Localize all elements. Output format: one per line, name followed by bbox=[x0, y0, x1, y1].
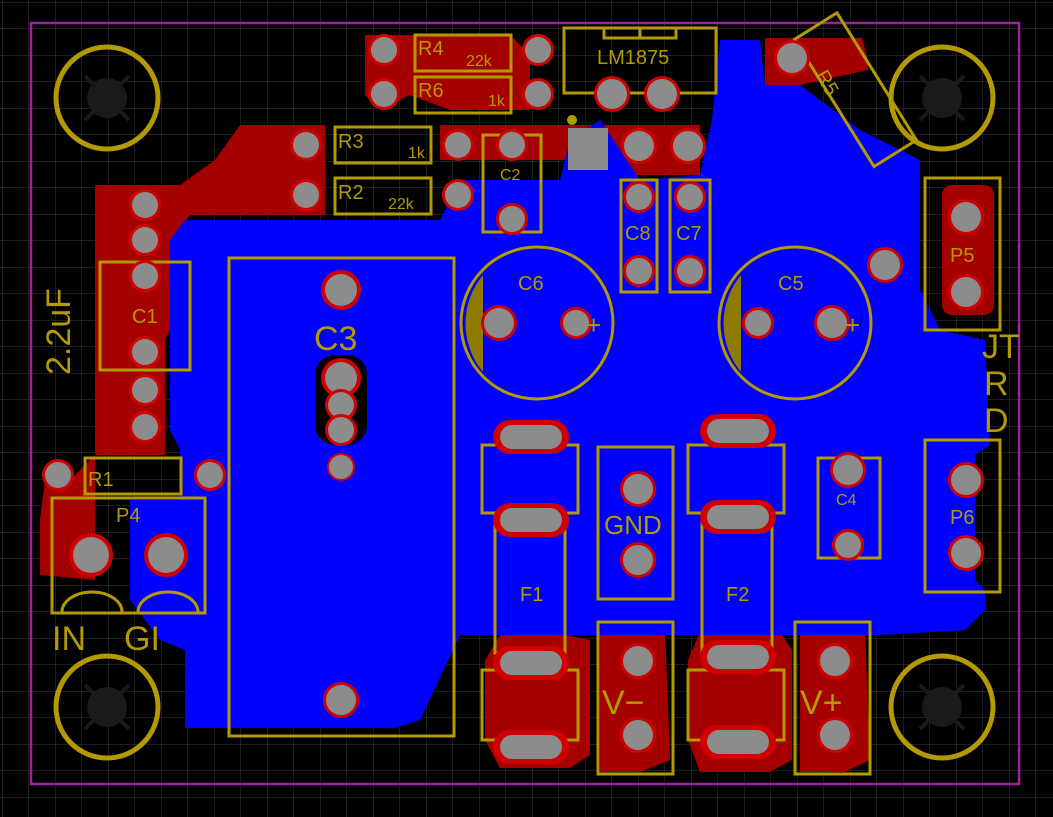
through-hole-pad bbox=[132, 377, 158, 403]
board-outline bbox=[29, 21, 1021, 786]
through-hole-pad bbox=[328, 417, 354, 443]
c6-polarity: + bbox=[586, 310, 601, 340]
through-hole-pad bbox=[132, 414, 158, 440]
out-label-partial-3: D bbox=[984, 402, 1009, 440]
through-hole-pad bbox=[677, 258, 703, 284]
gnd-label-partial: GI bbox=[124, 620, 160, 658]
c6-ref: C6 bbox=[518, 273, 544, 295]
through-hole-pad bbox=[525, 37, 551, 63]
through-hole-pad bbox=[132, 263, 158, 289]
fuse-pads bbox=[493, 414, 776, 764]
through-hole-pad bbox=[499, 206, 525, 232]
through-hole-pad bbox=[951, 465, 981, 495]
through-hole-pad bbox=[817, 308, 847, 338]
through-hole-pad bbox=[325, 362, 357, 394]
through-hole-pad bbox=[623, 720, 653, 750]
u1-pin1-marker bbox=[567, 115, 577, 125]
vneg-ref: V− bbox=[602, 684, 645, 722]
bottom-copper-layer bbox=[130, 40, 990, 728]
through-hole-pad bbox=[624, 131, 654, 161]
through-hole-pad bbox=[563, 310, 589, 336]
p6-ref: P6 bbox=[950, 507, 974, 529]
through-hole-pad bbox=[623, 545, 653, 575]
c3-ref: C3 bbox=[314, 320, 357, 358]
c1-value: 2.2uF bbox=[40, 288, 78, 375]
through-hole-pad bbox=[293, 182, 319, 208]
c8-ref: C8 bbox=[625, 223, 651, 245]
in-label: IN bbox=[52, 620, 86, 658]
through-hole-pad bbox=[951, 202, 981, 232]
through-hole-pad bbox=[673, 131, 703, 161]
vpos-ref: V+ bbox=[800, 684, 843, 722]
silkscreen-text: R4 22k R6 1k LM1875 R3 1k R2 22k C2 C8 C… bbox=[40, 38, 1020, 722]
through-hole-pad bbox=[371, 81, 397, 107]
through-hole-pad bbox=[623, 646, 653, 676]
u1-ref: LM1875 bbox=[597, 47, 669, 69]
through-hole-pad bbox=[326, 685, 356, 715]
through-hole-pad bbox=[293, 132, 319, 158]
c1-ref: C1 bbox=[132, 306, 158, 328]
mounting-hole-br bbox=[888, 653, 996, 761]
through-hole-pad bbox=[325, 274, 357, 306]
r2-value: 22k bbox=[388, 196, 415, 213]
mounting-hole-tl bbox=[53, 44, 161, 152]
through-hole-pad bbox=[820, 720, 850, 750]
c5-polarity: + bbox=[845, 310, 860, 340]
through-hole-pad bbox=[777, 43, 807, 73]
through-hole-pad bbox=[45, 462, 71, 488]
pads bbox=[42, 34, 984, 753]
through-hole-pad bbox=[597, 79, 627, 109]
through-hole-pad bbox=[623, 474, 653, 504]
through-hole-pad bbox=[820, 646, 850, 676]
through-hole-pad bbox=[677, 184, 703, 210]
r4-value: 22k bbox=[466, 53, 493, 70]
c2-ref: C2 bbox=[500, 167, 521, 184]
gnd-ref: GND bbox=[604, 510, 662, 540]
out-label-partial-1: JT bbox=[982, 328, 1020, 366]
r2-ref: R2 bbox=[338, 182, 364, 204]
through-hole-pad bbox=[499, 132, 525, 158]
through-hole-pad bbox=[484, 308, 514, 338]
through-hole-pad bbox=[132, 227, 158, 253]
r3-ref: R3 bbox=[338, 131, 364, 153]
p4-ref: P4 bbox=[116, 505, 140, 527]
c4-ref: C4 bbox=[836, 492, 857, 509]
through-hole-pad bbox=[148, 537, 184, 573]
p5-ref: P5 bbox=[950, 245, 974, 267]
through-hole-pad bbox=[445, 182, 471, 208]
out-label-partial-2: R bbox=[984, 365, 1009, 403]
through-hole-pad bbox=[371, 37, 397, 63]
through-hole-pad bbox=[445, 132, 471, 158]
mounting-holes bbox=[53, 44, 996, 761]
through-hole-pad bbox=[870, 250, 900, 280]
r6-value: 1k bbox=[488, 93, 506, 110]
through-hole-pad bbox=[73, 537, 109, 573]
f2-ref: F2 bbox=[726, 584, 749, 606]
c5-ref: C5 bbox=[778, 273, 804, 295]
f1-ref: F1 bbox=[520, 584, 543, 606]
through-hole-pad bbox=[951, 538, 981, 568]
through-hole-pad bbox=[132, 192, 158, 218]
mounting-hole-bl bbox=[53, 653, 161, 761]
r3-value: 1k bbox=[408, 145, 426, 162]
r6-ref: R6 bbox=[418, 80, 444, 102]
through-hole-pad bbox=[833, 455, 863, 485]
r1-ref: R1 bbox=[88, 469, 114, 491]
through-hole-pad bbox=[647, 79, 677, 109]
through-hole-pad bbox=[951, 277, 981, 307]
r4-ref: R4 bbox=[418, 38, 444, 60]
through-hole-pad bbox=[328, 392, 354, 418]
through-hole-pad bbox=[525, 81, 551, 107]
through-hole-pad bbox=[745, 310, 771, 336]
through-hole-pad bbox=[132, 339, 158, 365]
u1-pin1-pad bbox=[568, 128, 608, 170]
through-hole-pad bbox=[835, 532, 861, 558]
through-hole-pad bbox=[197, 462, 223, 488]
c7-ref: C7 bbox=[676, 223, 702, 245]
polarity-marks bbox=[465, 275, 741, 372]
through-hole-pad bbox=[626, 258, 652, 284]
through-hole-pad bbox=[329, 455, 353, 479]
through-hole-pad bbox=[626, 184, 652, 210]
